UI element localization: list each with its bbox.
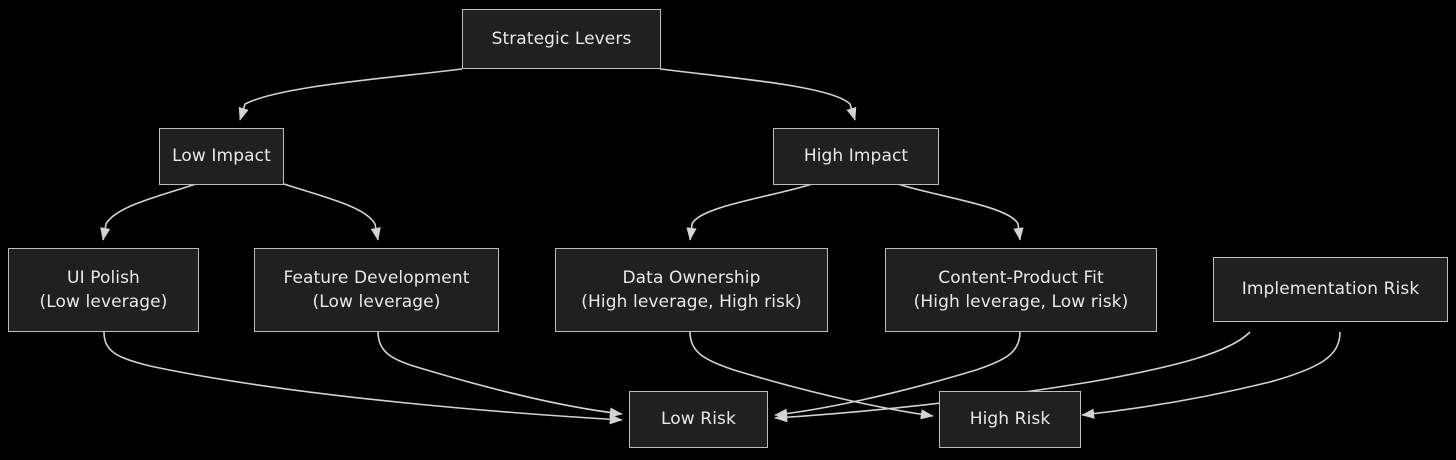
edge-content-product-fit-to-low-risk — [774, 331, 1021, 419]
edge-root-to-low-impact — [238, 68, 463, 121]
node-data-ownership[interactable]: Data Ownership (High leverage, High risk… — [555, 248, 828, 332]
node-label-line1: Feature Development — [283, 267, 470, 288]
node-low-impact[interactable]: Low Impact — [159, 128, 284, 185]
edge-root-to-high-impact — [659, 68, 857, 121]
node-label: Low Risk — [661, 409, 736, 430]
node-high-risk[interactable]: High Risk — [939, 391, 1081, 448]
edge-high-impact-to-content-product-fit — [897, 183, 1024, 241]
node-label: Strategic Levers — [491, 28, 632, 49]
edge-low-impact-to-ui-polish — [100, 183, 197, 241]
node-high-impact[interactable]: High Impact — [773, 128, 939, 185]
node-label-line1: UI Polish — [67, 267, 140, 288]
node-ui-polish[interactable]: UI Polish (Low leverage) — [8, 248, 199, 332]
node-label-line1: Data Ownership — [622, 267, 761, 288]
node-label: High Risk — [969, 409, 1051, 430]
node-implementation-risk[interactable]: Implementation Risk — [1213, 257, 1448, 322]
edge-ui-polish-to-low-risk — [103, 331, 623, 425]
edge-low-impact-to-feature-development — [283, 183, 381, 241]
node-label: High Impact — [803, 146, 909, 167]
node-label-line2: (High leverage, Low risk) — [913, 292, 1129, 312]
node-label-line1: Content-Product Fit — [938, 267, 1104, 288]
node-label-line2: (Low leverage) — [39, 292, 168, 312]
node-label: Low Impact — [172, 146, 271, 167]
node-low-risk[interactable]: Low Risk — [629, 391, 768, 448]
node-strategic-levers[interactable]: Strategic Levers — [462, 9, 661, 69]
edge-high-impact-to-data-ownership — [686, 183, 813, 241]
edge-implementation-risk-to-high-risk — [1081, 331, 1341, 419]
node-label-line2: (Low leverage) — [312, 292, 441, 312]
node-label: Implementation Risk — [1241, 279, 1420, 300]
edge-feature-development-to-low-risk — [377, 331, 623, 418]
node-label-line2: (High leverage, High risk) — [581, 292, 802, 312]
edge-data-ownership-to-high-risk — [689, 331, 934, 420]
edge-implementation-risk-to-low-risk — [774, 331, 1251, 423]
node-content-product-fit[interactable]: Content-Product Fit (High leverage, Low … — [885, 248, 1157, 332]
node-feature-development[interactable]: Feature Development (Low leverage) — [254, 248, 499, 332]
